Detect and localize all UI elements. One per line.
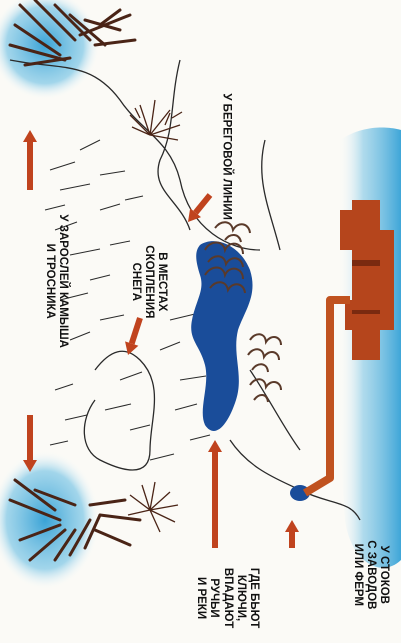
label-snow-line: СКОПЛЕНИЯ: [141, 237, 154, 327]
label-factory: У СТОКОВ С ЗАВОДОВ ИЛИ ФЕРМ: [350, 530, 390, 620]
arrow-springs-shaft: [212, 452, 218, 548]
label-snow-line: СНЕГА: [128, 237, 141, 327]
arrow-reeds-top: [23, 130, 37, 190]
arrow-reeds-bottom: [23, 415, 37, 472]
label-springs: ГДЕ БЬЮТ КЛЮЧИ, ВПАДАЮТ РУЧЬИ И РЕКИ: [194, 553, 260, 643]
label-reeds-line: И ТРОСНИКА: [43, 191, 56, 371]
label-springs-line: ГДЕ БЬЮТ: [247, 553, 260, 643]
arrow-factory-shaft: [289, 532, 295, 548]
label-springs-line: ВПАДАЮТ: [220, 553, 233, 643]
bush-snow: [128, 482, 178, 532]
arrow-shore: [188, 193, 212, 222]
arrow-springs: [208, 440, 222, 548]
label-snow: В МЕСТАХ СКОПЛЕНИЯ СНЕГА: [128, 237, 168, 327]
label-springs-line: РУЧЬИ: [207, 553, 220, 643]
arrow-reeds-bottom-shaft: [27, 415, 33, 460]
label-shore-line: У БЕРЕГОВОЙ ЛИНИИ: [219, 82, 232, 232]
arrow-shore-shaft: [193, 193, 212, 214]
reeds-water-bottom: [0, 450, 100, 590]
label-factory-line: У СТОКОВ: [377, 530, 390, 620]
label-factory-line: ИЛИ ФЕРМ: [350, 530, 363, 620]
label-factory-line: С ЗАВОДОВ: [363, 530, 376, 620]
arrow-reeds-top-shaft: [27, 142, 33, 190]
arrow-factory-head: [285, 520, 299, 532]
label-springs-line: КЛЮЧИ,: [234, 553, 247, 643]
label-reeds-line: У ЗАРОСЛЕЙ КАМЫША: [56, 191, 69, 371]
arrow-factory: [285, 520, 299, 548]
arrow-reeds-top-head: [23, 130, 37, 142]
arrow-springs-head: [208, 440, 222, 452]
label-snow-line: В МЕСТАХ: [155, 237, 168, 327]
label-springs-line: И РЕКИ: [194, 553, 207, 643]
label-shore: У БЕРЕГОВОЙ ЛИНИИ: [219, 82, 232, 232]
label-reeds: У ЗАРОСЛЕЙ КАМЫША И ТРОСНИКА: [43, 191, 69, 371]
